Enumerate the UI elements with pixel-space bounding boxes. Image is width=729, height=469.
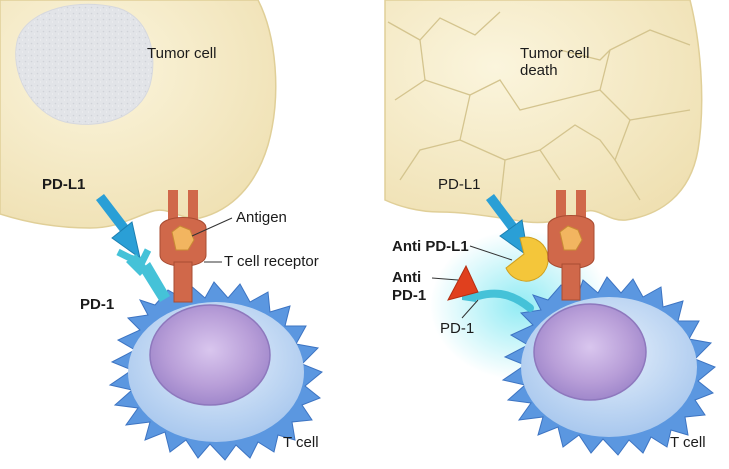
- pd-l1-label: PD-L1: [438, 176, 481, 193]
- t-cell-receptor-label: T cell receptor: [224, 253, 319, 270]
- pd-1-receptor: [116, 248, 170, 302]
- pd-1-label: PD-1: [440, 320, 475, 337]
- left-panel: [0, 0, 323, 461]
- anti-pd-l1-label: Anti PD-L1: [392, 238, 469, 255]
- t-cell-nucleus: [149, 304, 271, 406]
- anti-pd-1-leader: [431, 277, 459, 281]
- anti-pd-1-label-line1: Anti: [392, 269, 422, 286]
- anti-pd-l1-leader: [469, 245, 513, 261]
- antigen-leader: [191, 217, 233, 237]
- antigen-label: Antigen: [236, 209, 287, 226]
- tumor-death-label-line1: Tumor cell: [520, 45, 590, 62]
- tumor-cell-label: Tumor cell: [147, 45, 217, 62]
- tumor-nucleus: [15, 3, 154, 125]
- antigen: [171, 225, 195, 251]
- t-cell-label: T cell: [283, 434, 319, 451]
- t-cell-label: T cell: [670, 434, 706, 451]
- pd-1-label: PD-1: [80, 296, 115, 313]
- anti-pd-l1-antibody: [505, 236, 549, 282]
- anti-pd-1-antibody: [447, 264, 479, 301]
- t-cell-nucleus: [533, 303, 647, 401]
- antigen: [559, 225, 583, 251]
- tumor-death-label-line2: death: [520, 62, 558, 79]
- anti-pd-1-label-line2: PD-1: [392, 287, 427, 304]
- pd-l1-label: PD-L1: [42, 176, 86, 193]
- tumor-cell-dying: [384, 0, 703, 224]
- pd-l1-receptor: [96, 194, 141, 260]
- right-panel: [384, 0, 716, 456]
- pd-1-leader: [461, 299, 479, 319]
- tumor-cracks: [387, 11, 691, 206]
